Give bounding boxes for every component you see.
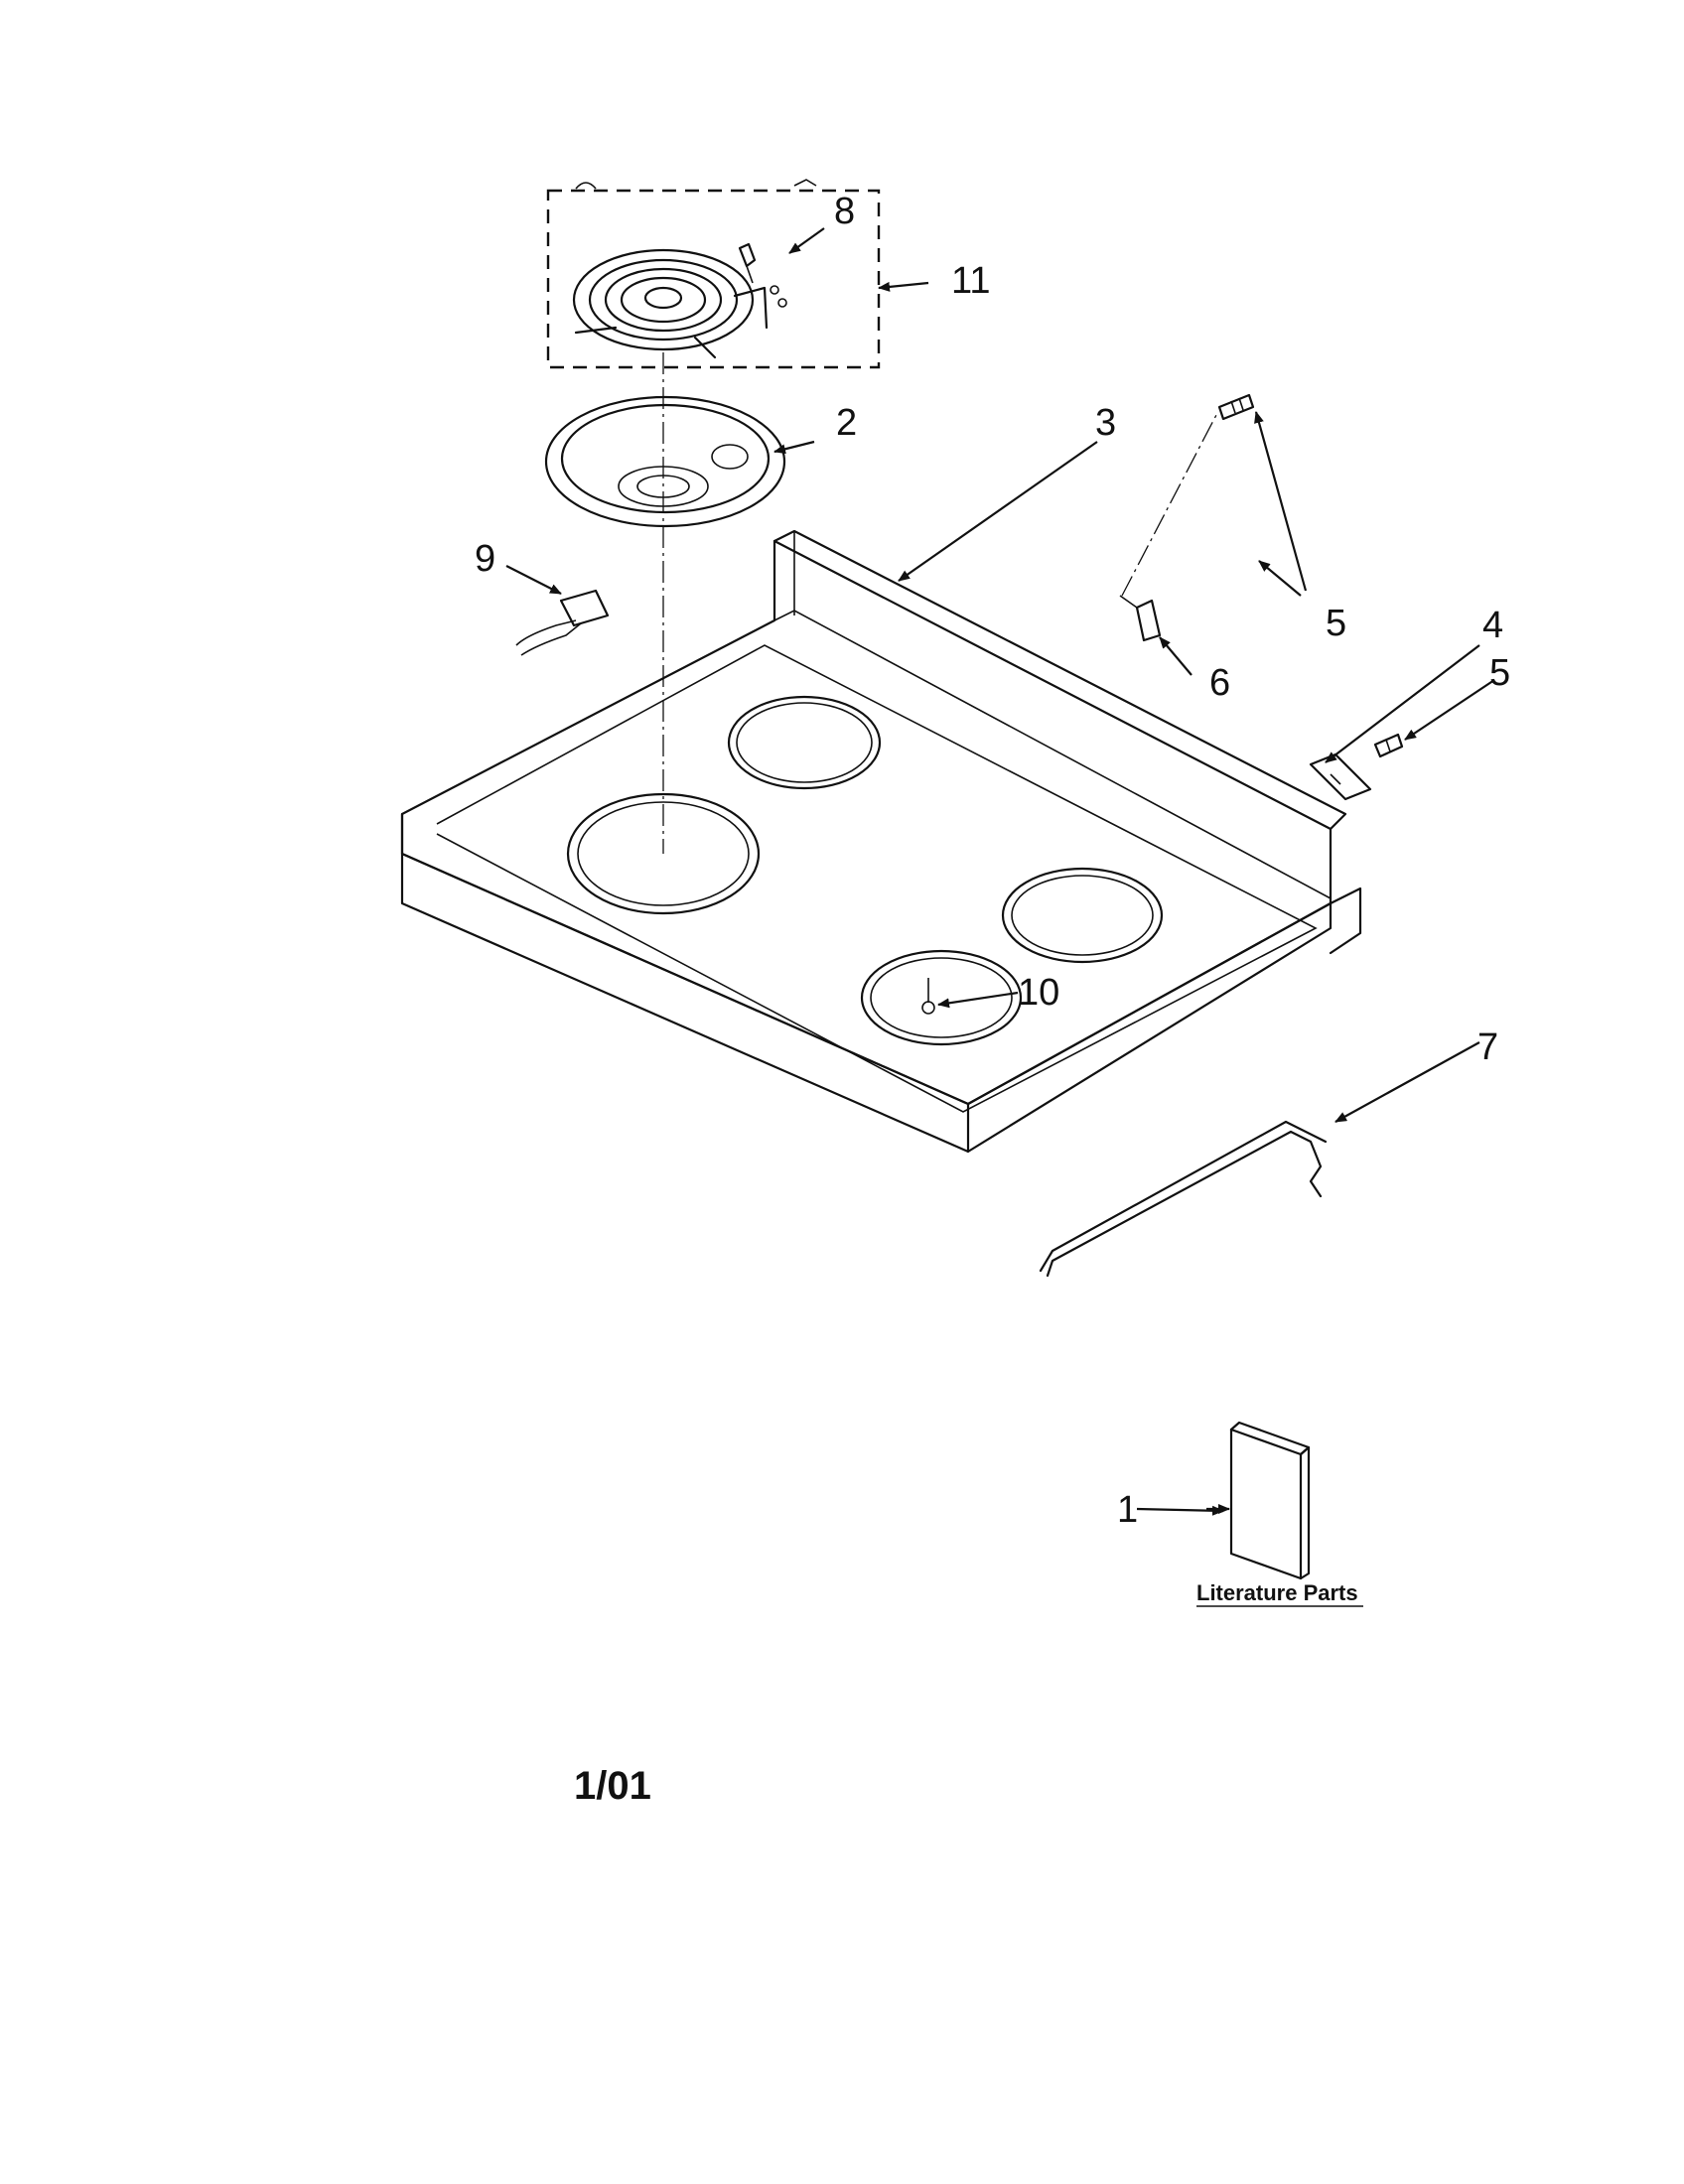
screw-upper xyxy=(1217,393,1255,421)
burner-opening-rear-right xyxy=(1001,867,1164,964)
date-code: 1/01 xyxy=(574,1764,651,1808)
literature-parts-booklet xyxy=(1229,1421,1311,1580)
screw-lower xyxy=(1373,733,1404,758)
element-terminal-block xyxy=(738,242,787,308)
literature-parts-label: Literature Parts xyxy=(1196,1580,1358,1605)
callout-1: 1 xyxy=(1117,1489,1138,1531)
burner-opening-rear-left xyxy=(727,695,882,790)
drip-bowl xyxy=(544,395,786,528)
callout-3: 3 xyxy=(1095,402,1116,444)
callout-10: 10 xyxy=(1018,972,1059,1014)
callout-5-lower: 5 xyxy=(1489,652,1510,694)
screw-axis-line xyxy=(1121,414,1217,597)
leader-lines xyxy=(505,227,1495,1516)
callout-2: 2 xyxy=(836,402,857,444)
callout-7: 7 xyxy=(1477,1026,1498,1068)
support-rod xyxy=(1039,1120,1328,1278)
callout-11: 11 xyxy=(951,260,990,302)
cooktop-panel xyxy=(400,529,1362,1154)
surface-element-assembly xyxy=(546,179,881,369)
callout-9: 9 xyxy=(475,538,495,580)
bracket-clip xyxy=(1119,595,1162,642)
callout-6: 6 xyxy=(1209,662,1230,704)
burner-opening-large-front-left xyxy=(566,792,761,915)
callout-8: 8 xyxy=(834,191,855,232)
burner-opening-front-right xyxy=(860,949,1023,1046)
hinge-bracket xyxy=(1309,752,1372,801)
wire-connector xyxy=(515,589,610,656)
callout-4: 4 xyxy=(1482,605,1503,646)
callout-5-upper: 5 xyxy=(1326,603,1346,644)
surface-element-coil xyxy=(572,248,769,359)
